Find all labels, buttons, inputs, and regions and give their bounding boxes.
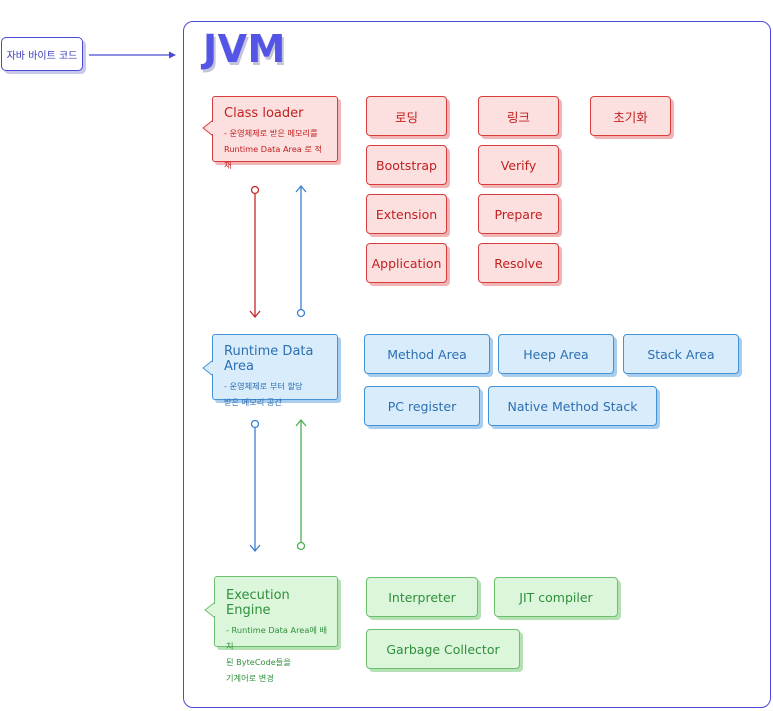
interpreter-box: Interpreter (366, 577, 478, 617)
java-bytecode-label: 자바 바이트 코드 (6, 50, 78, 62)
stage-link-box: 링크 (478, 96, 559, 136)
execution-engine-desc-line3: 기계어로 변경 (226, 673, 274, 683)
stack-area-label: Stack Area (647, 346, 715, 362)
execution-engine-callout: Execution Engine - Runtime Data Area에 배치… (214, 576, 338, 683)
link-resolve-label: Resolve (494, 255, 543, 271)
java-bytecode-box: 자바 바이트 코드 (1, 37, 83, 71)
garbage-collector-label: Garbage Collector (386, 641, 500, 657)
stage-loading-box: 로딩 (366, 96, 447, 136)
class-loader-desc-line2: Runtime Data Area 로 적재 (224, 144, 323, 170)
loader-extension-label: Extension (375, 206, 438, 222)
native-method-stack-box: Native Method Stack (488, 386, 657, 426)
loader-application-box: Application (366, 243, 447, 283)
stage-init-label: 초기화 (613, 109, 648, 125)
runtime-data-area-desc-line2: 받은 메모리 공간 (224, 397, 282, 407)
stage-loading-label: 로딩 (394, 109, 418, 125)
runtime-data-area-desc-line1: - 운영체제로 부터 할당 (224, 381, 303, 391)
pc-register-box: PC register (364, 386, 480, 426)
loader-application-label: Application (371, 255, 442, 271)
link-resolve-box: Resolve (478, 243, 559, 283)
loader-extension-box: Extension (366, 194, 447, 234)
link-prepare-label: Prepare (494, 206, 543, 222)
link-prepare-box: Prepare (478, 194, 559, 234)
loader-bootstrap-label: Bootstrap (376, 157, 437, 173)
runtime-data-area-callout: Runtime Data Area - 운영체제로 부터 할당 받은 메모리 공… (212, 334, 338, 407)
stage-init-box: 초기화 (590, 96, 671, 136)
method-area-label: Method Area (387, 346, 467, 362)
link-verify-label: Verify (500, 157, 537, 173)
jit-compiler-box: JIT compiler (494, 577, 618, 617)
execution-engine-desc-line2: 된 ByteCode들을 (226, 657, 291, 667)
jit-compiler-label: JIT compiler (519, 589, 593, 605)
heap-area-label: Heep Area (523, 346, 589, 362)
runtime-data-area-title: Runtime Data Area (224, 344, 314, 374)
stage-link-label: 링크 (506, 109, 530, 125)
class-loader-callout: Class loader - 운영체제로 받은 메모리를 Runtime Dat… (212, 96, 338, 170)
pc-register-label: PC register (387, 398, 457, 414)
class-loader-desc-line1: - 운영체제로 받은 메모리를 (224, 128, 318, 138)
jvm-title: JVM (203, 27, 286, 71)
execution-engine-desc-line1: - Runtime Data Area에 배치 (226, 625, 328, 651)
heap-area-box: Heep Area (498, 334, 614, 374)
execution-engine-title: Execution Engine (226, 588, 290, 618)
garbage-collector-box: Garbage Collector (366, 629, 520, 669)
method-area-box: Method Area (364, 334, 490, 374)
class-loader-title: Class loader (224, 106, 304, 121)
native-method-stack-label: Native Method Stack (507, 398, 638, 414)
stack-area-box: Stack Area (623, 334, 739, 374)
loader-bootstrap-box: Bootstrap (366, 145, 447, 185)
link-verify-box: Verify (478, 145, 559, 185)
bytecode-to-jvm-arrow (89, 51, 176, 59)
interpreter-label: Interpreter (388, 589, 456, 605)
